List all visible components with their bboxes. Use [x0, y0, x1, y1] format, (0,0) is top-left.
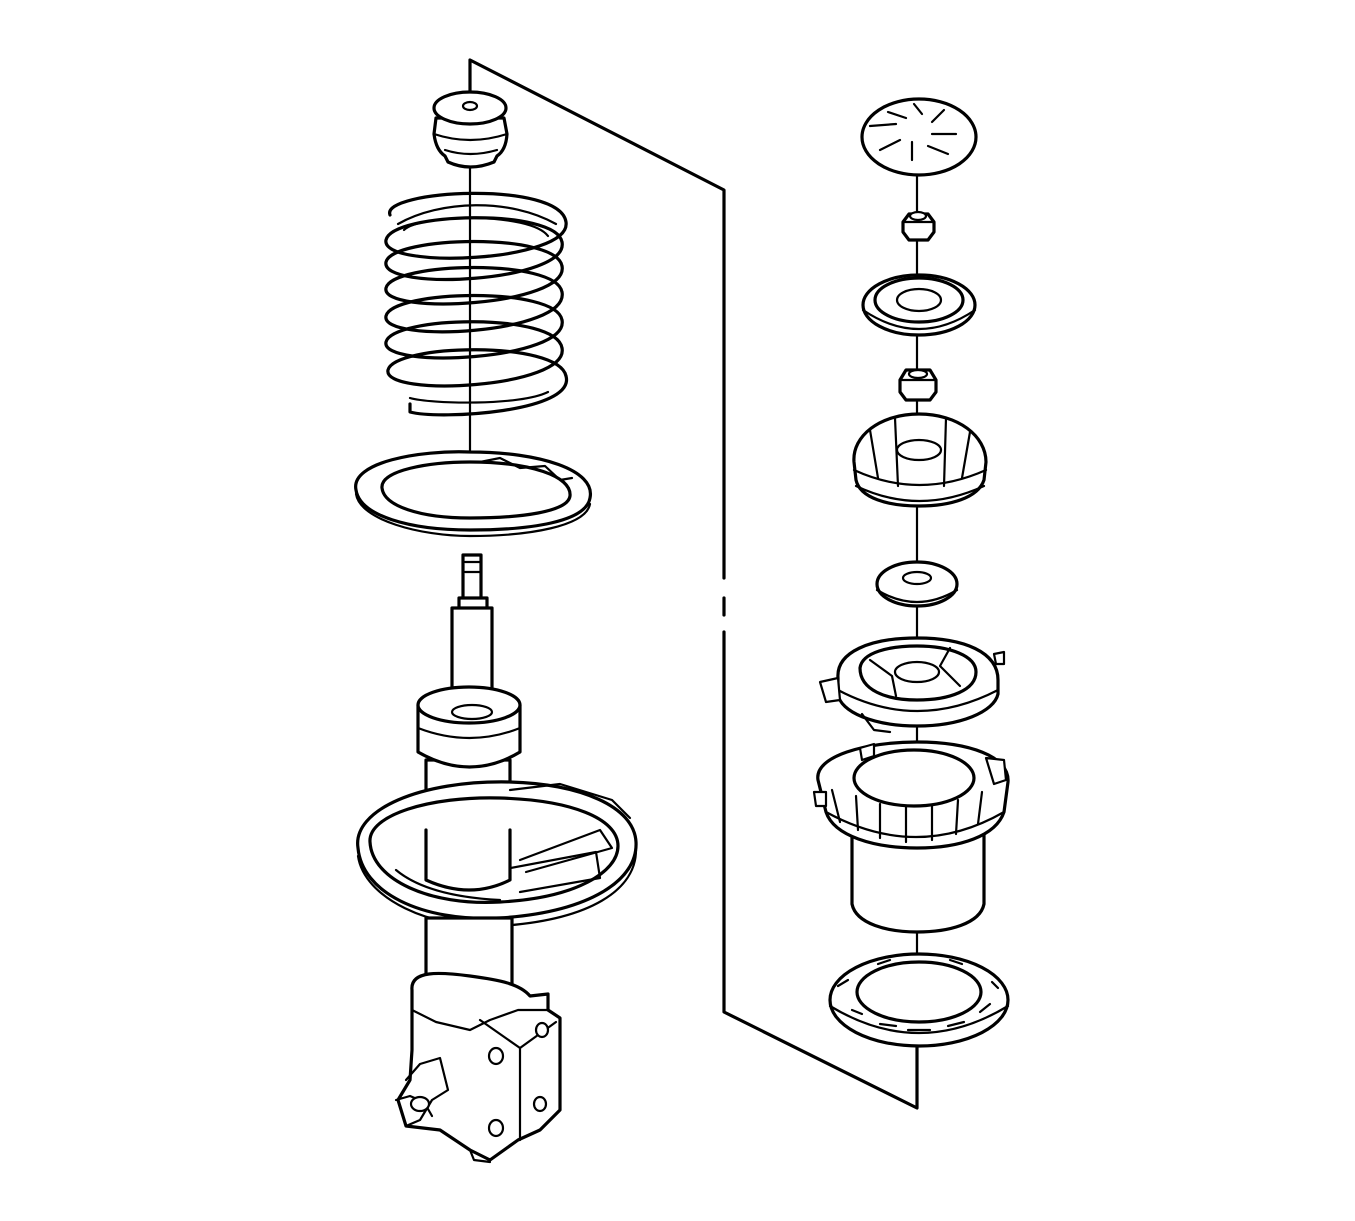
lower-spring-seat [356, 780, 638, 928]
strut-mounting-bracket [394, 916, 562, 1164]
upper-nut [901, 210, 936, 242]
dust-cap [860, 97, 978, 177]
seat-ring [828, 952, 1010, 1048]
lower-nut [898, 368, 938, 402]
upper-bearing-washer [861, 273, 977, 337]
jounce-bumper [432, 90, 509, 169]
upper-spring-seat [812, 740, 1010, 934]
strut-mount-bearing [818, 636, 1006, 734]
coil-spring [384, 191, 568, 417]
lower-washer [875, 560, 959, 608]
assembly-connector-bracket [468, 58, 919, 1110]
upper-insulator [852, 412, 988, 508]
spring-insulator [354, 450, 592, 538]
